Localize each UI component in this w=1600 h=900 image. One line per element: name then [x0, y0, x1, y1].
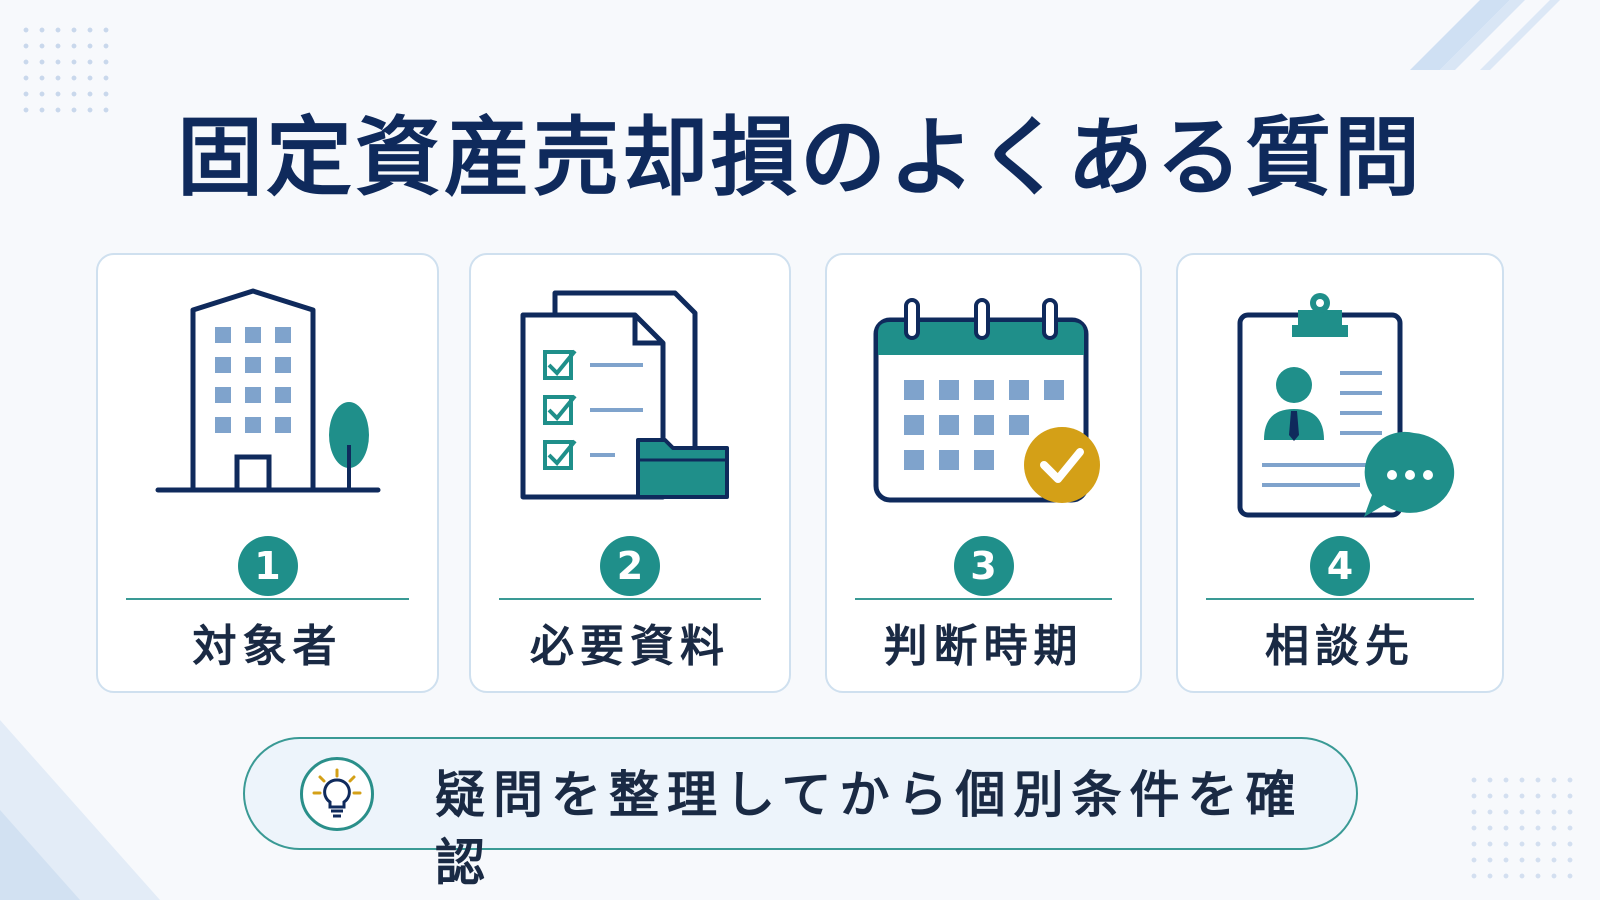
lightbulb-icon: [300, 757, 374, 831]
divider: [499, 598, 761, 600]
divider: [1206, 598, 1474, 600]
faq-card-documents: 2 必要資料: [469, 253, 791, 693]
divider: [126, 598, 409, 600]
faq-card-target: 1 対象者: [96, 253, 439, 693]
step-number-badge: 3: [953, 536, 1014, 596]
footer-tip-text: 疑問を整理してから個別条件を確認: [435, 766, 1304, 892]
divider: [855, 598, 1112, 600]
footer-tip-banner: 疑問を整理してから個別条件を確認: [243, 737, 1358, 892]
step-number-badge: 4: [1310, 536, 1370, 596]
card-label: 判断時期: [883, 621, 1084, 672]
card-label: 必要資料: [530, 621, 730, 672]
decorative-triangle-bottom-left: [0, 720, 160, 900]
faq-card-timing: 3 判断時期: [825, 253, 1142, 693]
decorative-dot-grid: [18, 22, 114, 118]
clipboard-consultant-icon: [1237, 293, 1455, 518]
step-number-badge: 2: [600, 536, 660, 596]
faq-card-consultation: 4 相談先: [1176, 253, 1504, 693]
office-building-icon: [155, 288, 380, 493]
decorative-dot-grid: [1466, 772, 1576, 882]
page-title: 固定資産売却損のよくある質問: [177, 108, 1423, 208]
decorative-stripes-top-right: [1410, 0, 1560, 70]
card-label: 相談先: [1265, 621, 1415, 672]
card-label: 対象者: [192, 621, 343, 672]
calendar-check-icon: [873, 298, 1100, 503]
step-number-badge: 1: [237, 536, 298, 596]
checklist-documents-icon: [520, 290, 729, 500]
